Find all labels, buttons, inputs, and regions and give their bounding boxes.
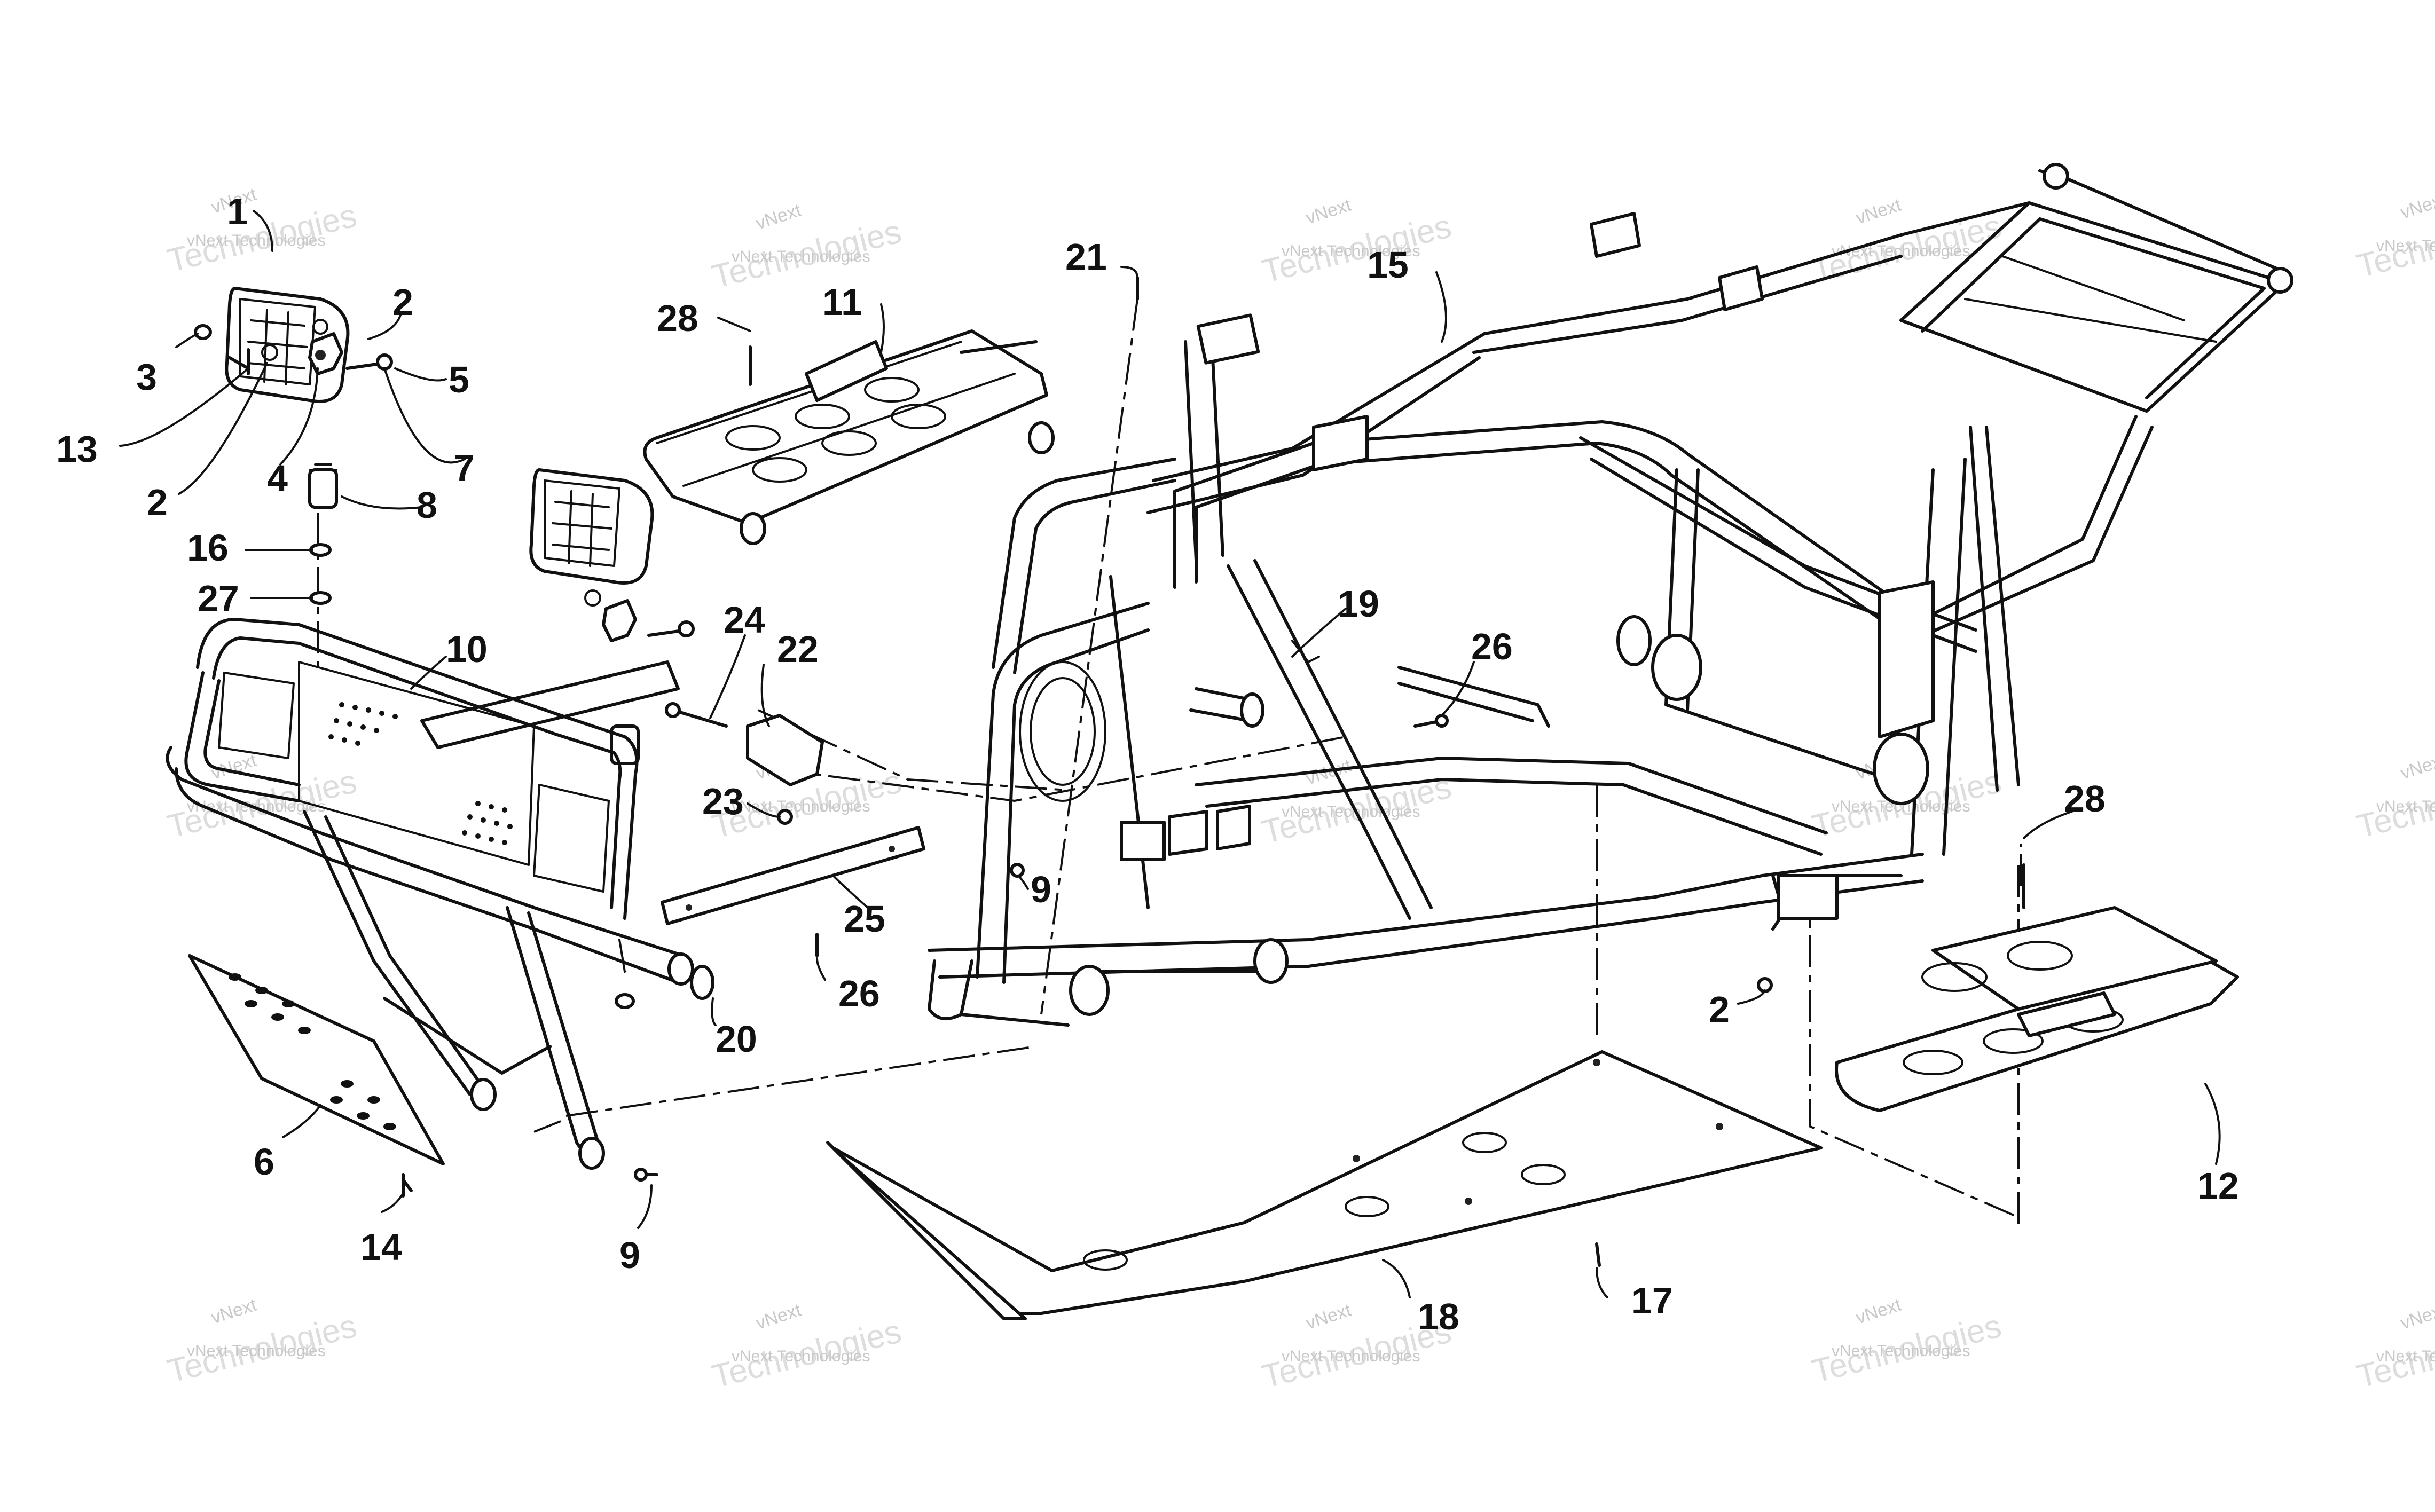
callout-23: 23	[702, 781, 744, 822]
callout-26b: 26	[1471, 626, 1513, 667]
footrest-left	[643, 329, 1055, 545]
watermark-line1: vNext	[1303, 1300, 1354, 1333]
watermark-line1: vNext	[1303, 194, 1354, 228]
callout-28: 28	[657, 297, 698, 339]
callout-28b: 28	[2064, 778, 2106, 820]
callout-8: 8	[417, 484, 437, 526]
callout-9: 9	[619, 1234, 640, 1276]
watermark-line1: vNext	[1853, 194, 1904, 228]
watermark-line2: vNext Technologies	[732, 1348, 870, 1365]
callout-3: 3	[136, 356, 157, 398]
callout-14: 14	[360, 1226, 402, 1268]
skid-plate	[826, 1050, 1823, 1320]
watermark-line2: vNext Technologies	[187, 798, 326, 815]
front-skid-plate	[188, 954, 445, 1192]
callout-17: 17	[1631, 1280, 1673, 1321]
bumper-perforations	[328, 702, 513, 845]
assembly-guide-lines	[317, 298, 2022, 1228]
watermark-line1: vNext	[753, 1300, 804, 1333]
callout-9b: 9	[1031, 869, 1051, 910]
footrest-right	[1835, 863, 2239, 1112]
watermark-line2: vNext Technologies	[2376, 237, 2435, 255]
callout-2c: 2	[1709, 989, 1730, 1030]
callout-2: 2	[392, 281, 413, 323]
watermark-line1: vNext	[753, 200, 804, 233]
watermark-line2: vNext Technologies	[2376, 798, 2435, 815]
leader-lines	[119, 210, 2221, 1298]
callout-1: 1	[227, 191, 248, 232]
watermark-line2: vNext Technologies	[1282, 242, 1420, 260]
callout-6: 6	[254, 1141, 274, 1183]
callout-4: 4	[267, 458, 288, 499]
callout-11: 11	[822, 281, 862, 323]
callout-21: 21	[1065, 236, 1107, 278]
callout-19: 19	[1338, 583, 1379, 625]
callout-2b: 2	[147, 482, 168, 523]
watermark-line1: vNext	[2398, 189, 2435, 223]
callout-18: 18	[1418, 1296, 1459, 1337]
watermark-line2: vNext Technologies	[1832, 1342, 1970, 1360]
watermark-line2: vNext Technologies	[2376, 1348, 2435, 1365]
watermark-line1: vNext	[2398, 1300, 2435, 1333]
main-frame	[928, 163, 2293, 1027]
watermark-line2: vNext Technologies	[732, 248, 870, 265]
watermark-line2: vNext Technologies	[187, 232, 326, 249]
watermark-line1: vNext	[2398, 750, 2435, 783]
callout-24: 24	[724, 599, 765, 641]
watermark-line2: vNext Technologies	[187, 1342, 326, 1360]
watermark-line2: vNext Technologies	[1282, 803, 1420, 821]
callout-labels: 1 2 3 13 2 4 5 7 8 16 27 10 6 14 9 20 24…	[56, 191, 2239, 1337]
front-bumper	[166, 618, 714, 1170]
callout-15: 15	[1367, 244, 1409, 286]
callout-5: 5	[449, 359, 469, 400]
callout-7: 7	[454, 447, 475, 489]
callout-22: 22	[777, 628, 819, 670]
watermark-line1: vNext	[1853, 1294, 1904, 1328]
callout-25: 25	[844, 898, 885, 940]
callout-13: 13	[56, 428, 98, 470]
callout-16: 16	[187, 527, 229, 569]
watermark-line1: vNext	[209, 1294, 260, 1328]
callout-12: 12	[2197, 1165, 2239, 1207]
brackets-and-fasteners	[402, 276, 1773, 1198]
callout-26: 26	[838, 973, 880, 1014]
callout-20: 20	[716, 1018, 757, 1060]
watermark-line2: vNext Technologies	[732, 798, 870, 815]
watermark-line2: vNext Technologies	[1282, 1348, 1420, 1365]
callout-27: 27	[198, 578, 239, 619]
headlight-right	[529, 468, 695, 765]
callout-10: 10	[446, 628, 488, 670]
